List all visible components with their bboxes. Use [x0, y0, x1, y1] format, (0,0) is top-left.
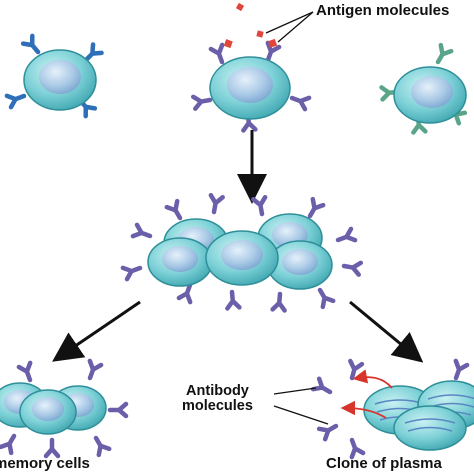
antigen-marker: [268, 38, 278, 48]
antibody-label-line2: molecules: [182, 398, 253, 415]
b-cell-blue: [7, 36, 102, 116]
label-pointer: [273, 387, 317, 395]
antibody-molecules-label: Antibody molecules: [182, 383, 253, 415]
secreted-antibodies: [313, 361, 393, 457]
antigen-marker: [235, 2, 245, 12]
antigen-marker: [223, 39, 233, 49]
memory-cell-cluster: [0, 361, 126, 456]
b-cell-green: [382, 45, 466, 132]
plasma-cell-cluster: [363, 361, 474, 451]
arrow-to-plasma: [349, 300, 424, 363]
label-pointer: [277, 11, 314, 43]
proliferating-cell-cluster: [123, 195, 361, 310]
memory-cells-label: memory cells: [0, 455, 90, 472]
antibody-label-line1: Antibody: [186, 383, 249, 399]
secretion-arrow: [340, 400, 387, 419]
antigen-marker: [256, 30, 264, 38]
antigen-molecules-label: Antigen molecules: [316, 2, 450, 19]
label-pointer: [265, 11, 314, 34]
arrow-to-memory: [52, 300, 141, 362]
secretion-arrow: [352, 369, 393, 389]
plasma-clone-label: Clone of plasma: [326, 455, 442, 472]
b-cell-selected: [193, 2, 314, 131]
label-pointer: [273, 405, 329, 425]
